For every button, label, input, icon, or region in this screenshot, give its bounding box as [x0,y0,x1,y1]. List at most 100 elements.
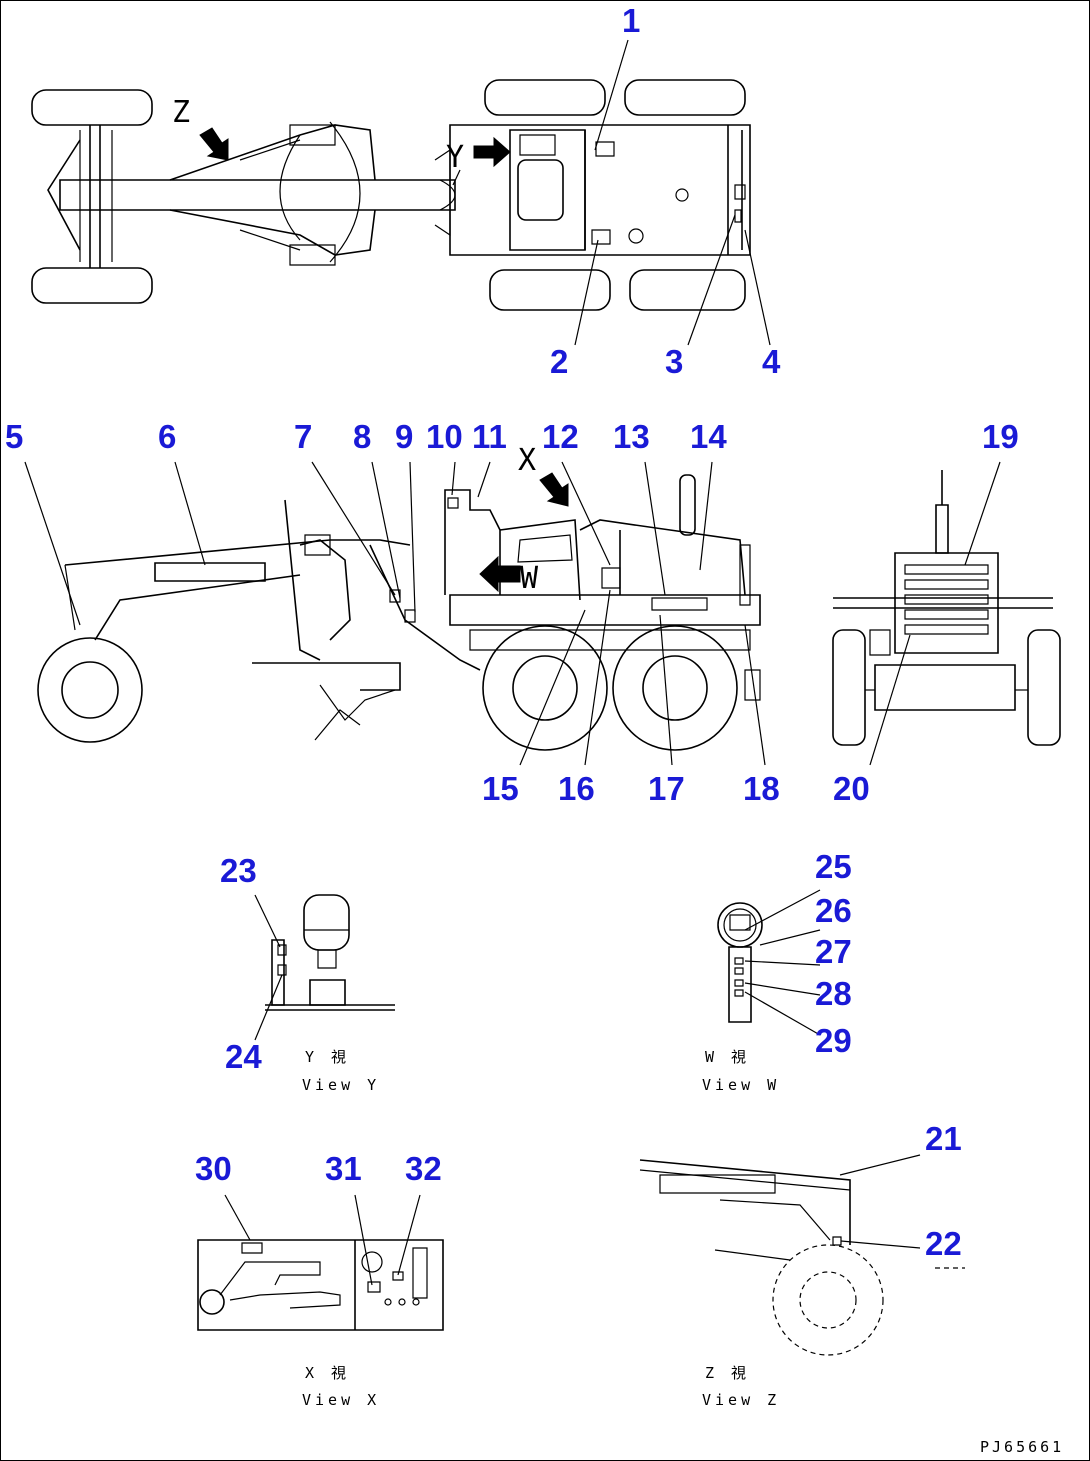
arrow-x-icon [540,473,568,506]
view-letter-x: X [518,443,536,478]
callout-3: 3 [665,343,683,380]
callout-20: 20 [833,770,870,807]
callout-29: 29 [815,1022,852,1059]
leader-2 [575,240,598,345]
callout-32: 32 [405,1150,442,1187]
callout-24: 24 [225,1038,262,1075]
leader-18 [745,625,765,765]
leader-14 [700,462,712,570]
callouts: 1 2 3 4 5 6 7 8 9 10 11 12 13 14 15 16 1… [5,2,1019,1262]
callout-11: 11 [472,418,507,455]
leader-8 [372,462,400,598]
callout-15: 15 [482,770,519,807]
leader-9 [410,462,415,612]
leader-29 [745,992,820,1035]
leader-1 [595,40,628,150]
leader-16 [585,590,610,765]
leader-22 [841,1241,920,1248]
callout-16: 16 [558,770,595,807]
caption-view-w-jp: W 視 [705,1048,750,1066]
leader-5 [25,462,80,625]
view-x-drawing [198,1195,443,1330]
callout-31: 31 [325,1150,362,1187]
leader-24 [255,975,282,1040]
front-wheel [38,638,142,742]
leader-27 [745,961,820,965]
rear-tire-left [833,630,865,745]
callout-19: 19 [982,418,1019,455]
callout-28: 28 [815,975,852,1012]
callout-12: 12 [542,418,579,455]
leader-30 [225,1195,250,1240]
callout-25: 25 [815,848,852,885]
callout-2: 2 [550,343,568,380]
front-tire-top [32,90,152,125]
leader-3 [688,215,735,345]
rear-view-drawing [833,462,1060,765]
view-letter-w: W [520,561,539,596]
leader-17 [660,615,672,765]
leader-21 [840,1155,920,1175]
rear-wheel-1 [483,626,607,750]
arrow-w-icon [480,557,520,591]
caption-view-z-jp: Z 視 [705,1364,750,1382]
callout-1: 1 [622,2,640,39]
callout-4: 4 [762,343,781,380]
leader-26 [760,930,820,945]
callout-18: 18 [743,770,780,807]
rear-tire-1 [485,80,605,115]
callout-27: 27 [815,933,852,970]
view-y-drawing [255,895,395,1040]
view-w-drawing [718,890,820,1035]
leader-6 [175,462,205,565]
leader-20 [870,635,910,765]
callout-6: 6 [158,418,176,455]
callout-21: 21 [925,1120,962,1157]
exhaust-stack [680,475,695,535]
side-view-drawing [25,462,765,765]
top-view-drawing [32,40,770,345]
arrow-z-icon [200,128,228,160]
leader-10 [452,462,455,495]
leader-12 [562,462,610,565]
view-letter-z: Z [172,95,190,130]
caption-view-x: View X [302,1391,380,1409]
caption-view-w: View W [702,1076,780,1094]
callout-30: 30 [195,1150,232,1187]
caption-view-x-jp: X 視 [305,1364,350,1382]
callout-17: 17 [648,770,685,807]
leader-7 [312,462,395,595]
rear-tire-right [1028,630,1060,745]
leader-23 [255,895,280,947]
leader-28 [745,983,820,995]
rear-wheel-2 [613,626,737,750]
callout-13: 13 [613,418,650,455]
leader-25 [745,890,820,930]
caption-view-y: View Y [302,1076,380,1094]
leader-19 [965,462,1000,565]
arrow-y-icon [474,138,510,166]
front-tire-bottom [32,268,152,303]
leader-13 [645,462,665,595]
rear-tire-2 [625,80,745,115]
leader-32 [398,1195,420,1275]
callout-23: 23 [220,852,257,889]
leader-4 [745,230,770,345]
callout-7: 7 [294,418,312,455]
callout-26: 26 [815,892,852,929]
view-letter-y: Y [446,140,464,175]
view-z-drawing [640,1155,965,1355]
callout-9: 9 [395,418,413,455]
callout-22: 22 [925,1225,962,1262]
caption-view-z: View Z [702,1391,780,1409]
rear-tire-4 [630,270,745,310]
leader-31 [355,1195,372,1285]
document-id: PJ65661 [980,1438,1064,1456]
caption-view-y-jp: Y 視 [305,1048,350,1066]
callout-8: 8 [353,418,371,455]
callout-10: 10 [426,418,463,455]
leader-11 [478,462,490,497]
control-panel [198,1240,443,1330]
callout-5: 5 [5,418,23,455]
